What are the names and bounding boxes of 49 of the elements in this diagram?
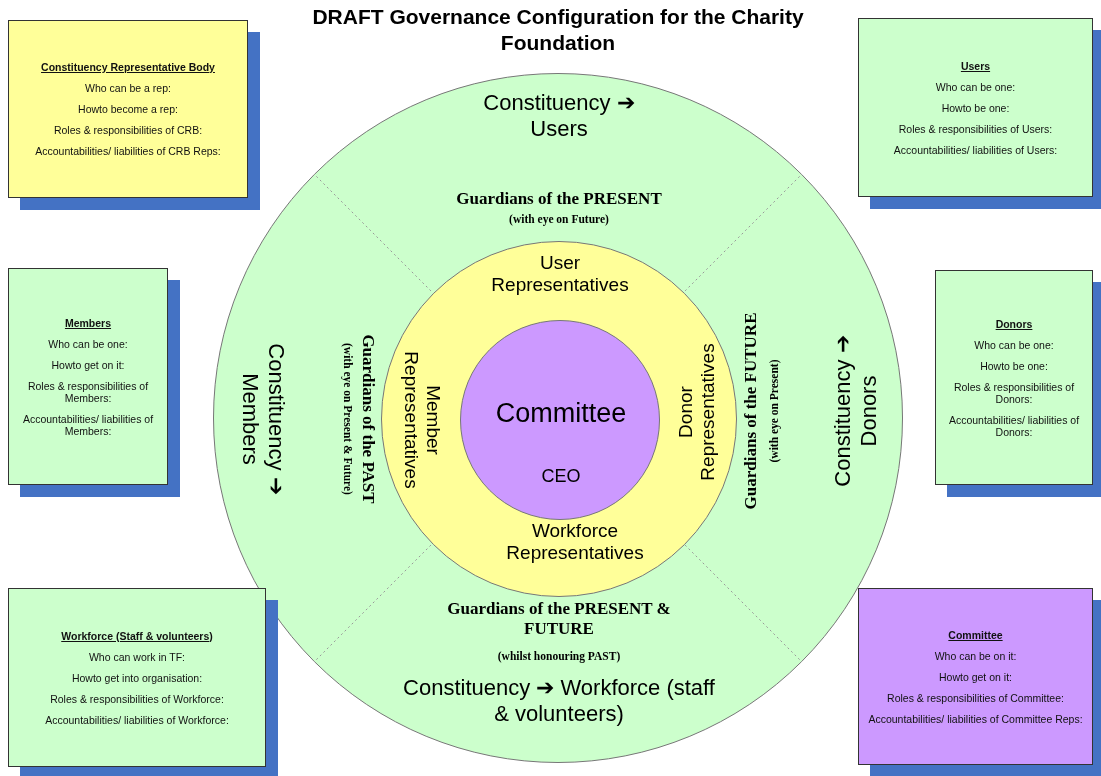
question-text: Who can be one: bbox=[974, 338, 1054, 351]
ceo-label: CEO bbox=[540, 465, 582, 487]
committee-label: Committee bbox=[494, 397, 628, 429]
question-text: Accountabilities/ liabilities of Committee Reps: bbox=[868, 712, 1083, 725]
question-text: Howto get on it: bbox=[51, 358, 125, 371]
question-text: Accountabilities/ liabilities of Workforce: bbox=[45, 713, 229, 726]
question-text: Howto get into organisation: bbox=[71, 671, 203, 684]
question-text: Howto become a rep: bbox=[78, 103, 178, 115]
card-heading: Users bbox=[960, 59, 991, 72]
guardians-subheading: (with eye on Present) bbox=[768, 358, 780, 465]
question-text: Accountabilities/ liabilities of Users: bbox=[893, 143, 1058, 156]
question-text: Accountabilities/ liabilities of Donors: bbox=[947, 413, 1081, 438]
constituency-label: Constituency ➔ Donors bbox=[830, 334, 882, 489]
guardians-subheading: (whilst honouring PAST) bbox=[496, 650, 622, 662]
question-text: Who can be one: bbox=[48, 337, 128, 350]
constituency-label: Constituency ➔ Users bbox=[482, 90, 636, 142]
question-text: Roles & responsibilities of Users: bbox=[898, 122, 1053, 135]
representatives-label: Member Representatives bbox=[400, 350, 444, 491]
card-heading: Committee bbox=[948, 628, 1003, 641]
representatives-label: User Representatives bbox=[490, 252, 630, 296]
guardians-subheading: (with eye on Future) bbox=[508, 213, 610, 225]
question-text: Roles & responsibilities of Committee: bbox=[887, 691, 1064, 704]
question-text: Howto be one: bbox=[941, 101, 1010, 114]
question-text: Roles & responsibilities of Donors: bbox=[952, 380, 1076, 405]
constituency-label: Constituency ➔ Workforce (staff & volunteers) bbox=[402, 675, 716, 727]
question-text: Accountabilities/ liabilities of CRB Reps: bbox=[35, 145, 221, 157]
card-heading: Constituency Representative Body bbox=[41, 61, 215, 73]
guardians-subheading: (with eye on Present & Future) bbox=[342, 342, 354, 497]
guardians-heading: Guardians of the PRESENT & FUTURE bbox=[446, 599, 672, 639]
diagram-title: DRAFT Governance Configuration for the Charity Foundation bbox=[311, 4, 805, 56]
question-text: Roles & responsibilities of CRB: bbox=[53, 124, 203, 136]
guardians-heading: Guardians of the FUTURE bbox=[741, 311, 761, 512]
representatives-label: Donor Representatives bbox=[675, 342, 719, 483]
question-text: Roles & responsibilities of Members: bbox=[26, 379, 150, 404]
question-text: Who can work in TF: bbox=[88, 650, 186, 663]
question-text: Who can be on it: bbox=[934, 649, 1017, 662]
constituency-label: Constituency ➔ Members bbox=[237, 342, 289, 497]
question-text: Who can be a rep: bbox=[85, 82, 171, 94]
representatives-label: Workforce Representatives bbox=[505, 520, 645, 564]
question-text: Who can be one: bbox=[935, 80, 1016, 93]
question-text: Howto be one: bbox=[980, 359, 1048, 372]
question-text: Roles & responsibilities of Workforce: bbox=[50, 692, 224, 705]
card-heading: Workforce (Staff & volunteers) bbox=[61, 629, 213, 642]
question-text: Howto get on it: bbox=[939, 670, 1012, 683]
question-text: Accountabilities/ liabilities of Members: bbox=[21, 412, 155, 437]
card-heading: Members bbox=[64, 316, 112, 329]
guardians-heading: Guardians of the PRESENT bbox=[455, 189, 663, 209]
guardians-heading: Guardians of the PAST bbox=[358, 333, 378, 506]
card-heading: Donors bbox=[995, 317, 1033, 330]
